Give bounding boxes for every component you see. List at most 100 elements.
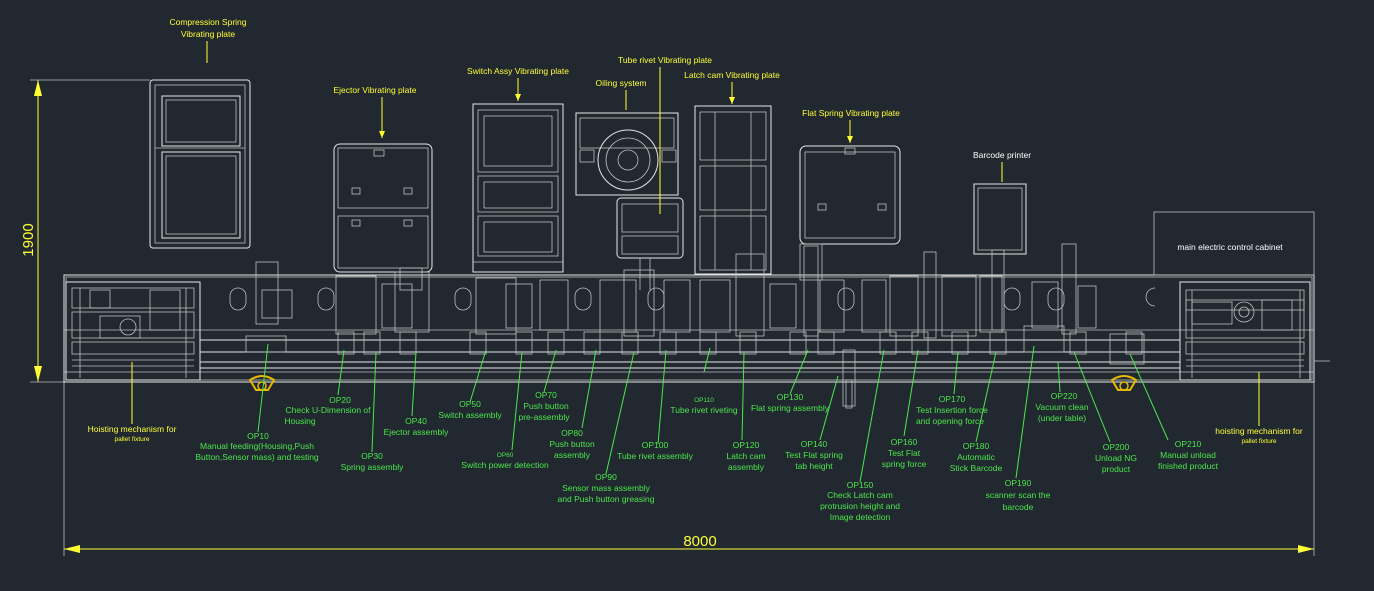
op220-label: OP220 Vacuum clean (under table) <box>1035 391 1089 423</box>
op60-label: OP60 Switch power detection <box>461 452 549 470</box>
right-hoisting-mechanism <box>1179 281 1311 381</box>
svg-text:protrusion height and: protrusion height and <box>820 501 900 511</box>
svg-text:tab height: tab height <box>795 461 833 471</box>
svg-text:Manual unload: Manual unload <box>1160 450 1216 460</box>
op70-label: OP70 Push button pre-assembly <box>518 390 570 422</box>
op50-label: OP50 Switch assembly <box>438 399 502 420</box>
svg-text:Tube rivet assembly: Tube rivet assembly <box>617 451 693 461</box>
op110-label: OP110 Tube rivet riveting <box>670 397 738 415</box>
label-compression-spring-2: Vibrating plate <box>181 29 235 39</box>
compression-spring-vibrating-plate <box>149 79 251 249</box>
svg-text:Ejector assembly: Ejector assembly <box>384 427 449 437</box>
svg-text:OP40: OP40 <box>405 416 427 426</box>
flat-spring-vibrating-plate <box>799 145 901 281</box>
operation-leaders <box>257 343 1169 483</box>
svg-text:Image detection: Image detection <box>830 512 891 522</box>
svg-text:(under table): (under table) <box>1038 413 1086 423</box>
tube-rivet-vibrating-plate <box>616 197 684 290</box>
svg-text:OP120: OP120 <box>733 440 760 450</box>
svg-text:OP80: OP80 <box>561 428 583 438</box>
svg-text:barcode: barcode <box>1003 502 1034 512</box>
svg-text:and Push button greasing: and Push button greasing <box>558 494 655 504</box>
switch-assy-vibrating-plate <box>472 103 564 273</box>
svg-text:OP50: OP50 <box>459 399 481 409</box>
op200-label: OP200 Unload NG product <box>1095 442 1137 474</box>
svg-text:Flat spring assembly: Flat spring assembly <box>751 403 830 413</box>
svg-text:Unload NG: Unload NG <box>1095 453 1137 463</box>
svg-text:Check U-Dimension of: Check U-Dimension of <box>285 405 371 415</box>
svg-text:finished product: finished product <box>1158 461 1219 471</box>
svg-text:spring force: spring force <box>882 459 927 469</box>
svg-text:Test Insertion force: Test Insertion force <box>916 405 988 415</box>
op140-label: OP140 Test Flat spring tab height <box>785 439 843 471</box>
svg-text:OP10: OP10 <box>247 431 269 441</box>
left-hoisting-label-2: pallet fixture <box>114 436 149 443</box>
right-hoisting-label-2: pallet fixture <box>1241 438 1276 445</box>
svg-text:Sensor mass assembly: Sensor mass assembly <box>562 483 651 493</box>
svg-text:assembly: assembly <box>728 462 765 472</box>
svg-text:Switch power detection: Switch power detection <box>461 460 549 470</box>
op160-label: OP160 Test Flat spring force <box>882 437 927 469</box>
svg-text:OP90: OP90 <box>595 472 617 482</box>
svg-text:OP110: OP110 <box>694 397 714 404</box>
label-latch-cam: Latch cam Vibrating plate <box>684 70 780 80</box>
op180-label: OP180 Automatic Stick Barcode <box>950 441 1003 473</box>
main-electric-control-cabinet: main electric control cabinet <box>1153 211 1315 276</box>
svg-text:OP150: OP150 <box>847 480 874 490</box>
label-barcode-printer: Barcode printer <box>973 150 1031 160</box>
op150-label: OP150 Check Latch cam protrusion height … <box>820 480 900 522</box>
height-dimension-label: 1900 <box>20 223 37 256</box>
svg-text:Button,Sensor mass) and testin: Button,Sensor mass) and testing <box>195 452 319 462</box>
svg-text:Manual feeding(Housing,Push: Manual feeding(Housing,Push <box>200 441 314 451</box>
right-hoisting-label-1: hoisting mechanism for <box>1215 426 1303 436</box>
svg-text:OP60: OP60 <box>497 452 514 459</box>
side-labels: Hoisting mechanism for pallet fixture ho… <box>88 362 1303 445</box>
svg-text:OP100: OP100 <box>642 440 669 450</box>
svg-text:OP130: OP130 <box>777 392 804 402</box>
width-dimension-label: 8000 <box>683 533 716 550</box>
machine-frame <box>63 274 1330 383</box>
op80-label: OP80 Push button assembly <box>549 428 595 460</box>
svg-text:pre-assembly: pre-assembly <box>518 412 570 422</box>
width-dimension: 8000 <box>63 382 1315 556</box>
label-tube-rivet: Tube rivet Vibrating plate <box>618 55 712 65</box>
svg-text:Test Flat: Test Flat <box>888 448 921 458</box>
lifting-eyes <box>248 375 1138 391</box>
op20-label: OP20 Check U-Dimension of Housing <box>284 395 371 426</box>
svg-text:Automatic: Automatic <box>957 452 996 462</box>
svg-text:OP20: OP20 <box>329 395 351 405</box>
op10-label: OP10 Manual feeding(Housing,Push Button,… <box>195 431 319 462</box>
svg-text:OP30: OP30 <box>361 451 383 461</box>
op30-label: OP30 Spring assembly <box>341 451 405 472</box>
top-labels: Compression Spring Vibrating plate Eject… <box>169 17 1031 214</box>
svg-text:Switch assembly: Switch assembly <box>438 410 502 420</box>
svg-text:Vacuum clean: Vacuum clean <box>1035 402 1089 412</box>
op120-label: OP120 Latch cam assembly <box>726 440 765 472</box>
svg-text:Check Latch cam: Check Latch cam <box>827 490 893 500</box>
svg-text:product: product <box>1102 464 1131 474</box>
label-flat-spring: Flat Spring Vibrating plate <box>802 108 900 118</box>
label-ejector: Ejector Vibrating plate <box>333 85 416 95</box>
barcode-printer <box>973 183 1027 331</box>
svg-text:OP170: OP170 <box>939 394 966 404</box>
op170-label: OP170 Test Insertion force and opening f… <box>916 394 988 426</box>
op190-label: OP190 scanner scan the barcode <box>986 478 1051 512</box>
svg-text:Push button: Push button <box>549 439 595 449</box>
label-compression-spring-1: Compression Spring <box>169 17 246 27</box>
svg-text:Push button: Push button <box>523 401 569 411</box>
operation-labels: OP10 Manual feeding(Housing,Push Button,… <box>195 390 1218 522</box>
latch-cam-vibrating-plate <box>694 105 772 275</box>
op210-label: OP210 Manual unload finished product <box>1158 439 1219 471</box>
svg-text:OP190: OP190 <box>1005 478 1032 488</box>
svg-text:and opening force: and opening force <box>916 416 984 426</box>
left-hoisting-label-1: Hoisting mechanism for <box>88 424 177 434</box>
svg-text:OP140: OP140 <box>801 439 828 449</box>
cabinet-label: main electric control cabinet <box>1177 242 1283 252</box>
svg-text:OP220: OP220 <box>1051 391 1078 401</box>
svg-text:Latch cam: Latch cam <box>726 451 765 461</box>
svg-text:Stick Barcode: Stick Barcode <box>950 463 1003 473</box>
svg-text:assembly: assembly <box>554 450 591 460</box>
table-slots <box>229 287 1156 311</box>
